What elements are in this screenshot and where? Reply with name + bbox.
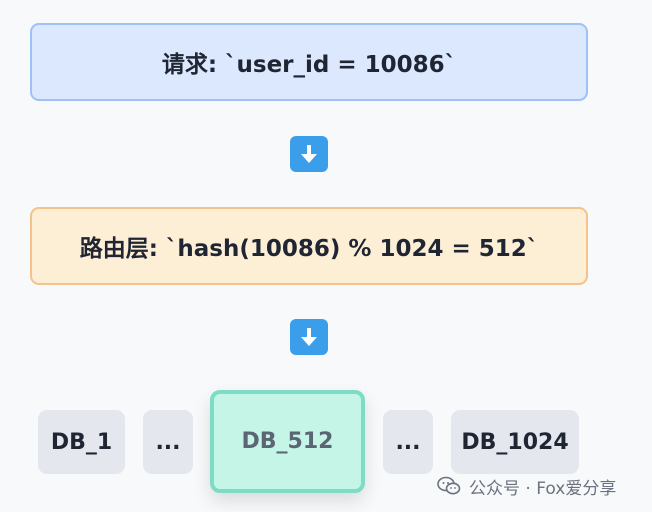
db-ellipsis: ... xyxy=(383,410,433,474)
db-label: DB_1024 xyxy=(461,429,569,455)
down-arrow-icon xyxy=(290,136,328,172)
request-text: 请求: `user_id = 10086` xyxy=(161,52,457,78)
db-label: DB_1 xyxy=(50,429,113,455)
request-box: 请求: `user_id = 10086` xyxy=(30,23,588,101)
db-node-1024: DB_1024 xyxy=(451,410,579,474)
db-label: ... xyxy=(395,429,421,455)
db-label: DB_512 xyxy=(241,429,334,454)
db-node-1: DB_1 xyxy=(38,410,125,474)
down-arrow-icon xyxy=(290,319,328,355)
wechat-icon xyxy=(437,476,461,495)
watermark-text: 公众号 · Fox爱分享 xyxy=(469,478,617,499)
router-text: 路由层: `hash(10086) % 1024 = 512` xyxy=(79,236,539,262)
router-box: 路由层: `hash(10086) % 1024 = 512` xyxy=(30,207,588,285)
db-node-512-highlighted: DB_512 xyxy=(210,390,365,493)
db-ellipsis: ... xyxy=(143,410,193,474)
db-label: ... xyxy=(155,429,181,455)
watermark: 公众号 · Fox爱分享 xyxy=(437,472,616,500)
